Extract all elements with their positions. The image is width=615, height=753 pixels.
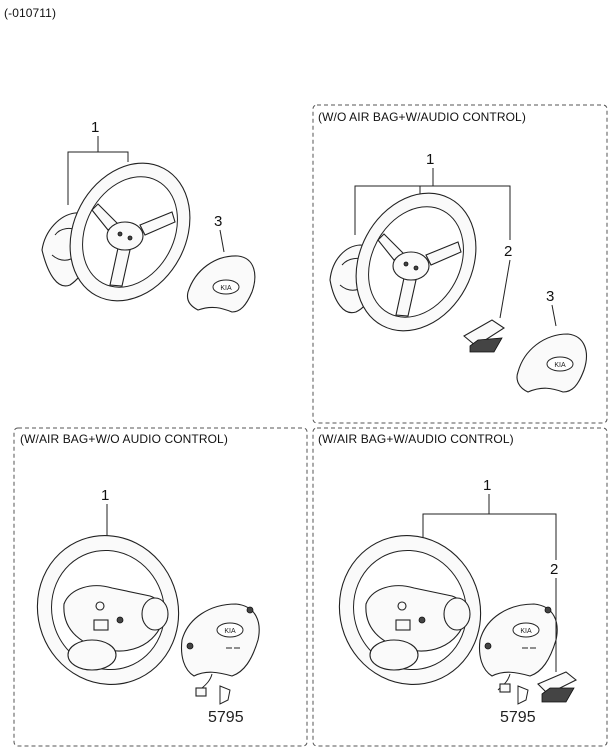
callout-1: 1 <box>426 151 434 168</box>
airbag-connector <box>195 687 207 697</box>
steering-wheel-assy-bottom-left: 1 KIA 5795 <box>36 487 260 726</box>
steering-wheel-assy-top-left: 1 3 KIA <box>41 119 256 313</box>
panel-frame-bottom-right <box>312 427 608 747</box>
wheel-hub <box>106 221 144 251</box>
panel-frame-bottom-left <box>13 427 308 747</box>
lower-spoke-pad <box>369 639 419 671</box>
hub-bolt <box>117 231 123 237</box>
part-number: 5795 <box>500 709 536 726</box>
right-spoke-boss <box>141 597 169 631</box>
audio-control-switch-body <box>541 687 575 703</box>
diagram-code: (-010711) <box>4 6 57 20</box>
hub-bolt <box>116 616 124 624</box>
callout-1: 1 <box>101 487 109 504</box>
panel-title-wo-airbag-w-audio: (W/O AIR BAG+W/AUDIO CONTROL) <box>318 110 526 124</box>
kia-emblem <box>212 279 240 295</box>
airbag-module <box>180 603 260 677</box>
connector-block <box>93 619 109 631</box>
panel-title-w-airbag-w-audio: (W/AIR BAG+W/AUDIO CONTROL) <box>318 432 514 446</box>
steering-wheel-assy-top-right: 1 2 3 KIA <box>329 151 587 393</box>
airbag-module <box>478 603 558 677</box>
airbag-screw <box>484 642 492 650</box>
callout-3: 3 <box>546 288 554 305</box>
callout-2: 2 <box>550 561 558 578</box>
steering-wheel-assy-bottom-right: 1 KIA 5795 2 <box>338 477 578 726</box>
audio-control-switch <box>463 319 506 347</box>
kia-emblem-text: KIA <box>554 362 566 369</box>
kia-emblem <box>546 356 574 372</box>
panel-title-w-airbag-wo-audio: (W/AIR BAG+W/O AUDIO CONTROL) <box>20 432 228 446</box>
callout-1: 1 <box>91 119 99 136</box>
callout-3-leader <box>551 304 557 327</box>
audio-control-switch-body <box>469 337 503 353</box>
spoke-right <box>425 241 462 266</box>
callout-1-leader <box>354 185 511 240</box>
hub-bolt <box>95 601 105 611</box>
callout-2-leader <box>499 259 511 319</box>
wheel-hub <box>392 251 430 281</box>
callout-3: 3 <box>214 213 222 230</box>
airbag-connector <box>499 683 511 693</box>
callout-2: 2 <box>504 243 512 260</box>
kia-emblem-text: KIA <box>220 285 232 292</box>
panel-frame-top-right <box>312 104 608 424</box>
airbag-screw <box>544 606 552 614</box>
connector-block <box>395 619 411 631</box>
hub-bolt <box>397 601 407 611</box>
kia-emblem-text: KIA <box>224 628 236 635</box>
callout-1-leader <box>422 513 557 560</box>
right-spoke-boss <box>443 597 471 631</box>
airbag-screw <box>186 642 194 650</box>
kia-emblem-text: KIA <box>520 628 532 635</box>
audio-control-switch <box>537 671 578 695</box>
hub-bolt <box>418 616 426 624</box>
clock-spring-tab <box>517 685 529 705</box>
callout-1: 1 <box>483 477 491 494</box>
spoke-right <box>139 211 176 236</box>
kia-emblem <box>216 622 244 638</box>
hub-bolt <box>403 261 409 267</box>
airbag-screw <box>246 606 254 614</box>
clock-spring-tab <box>219 685 231 705</box>
lower-spoke-pad <box>67 639 117 671</box>
part-number: 5795 <box>208 709 244 726</box>
kia-emblem <box>512 622 540 638</box>
callout-3-leader <box>219 229 225 253</box>
hub-bolt <box>413 265 419 271</box>
hub-bolt <box>127 235 133 241</box>
